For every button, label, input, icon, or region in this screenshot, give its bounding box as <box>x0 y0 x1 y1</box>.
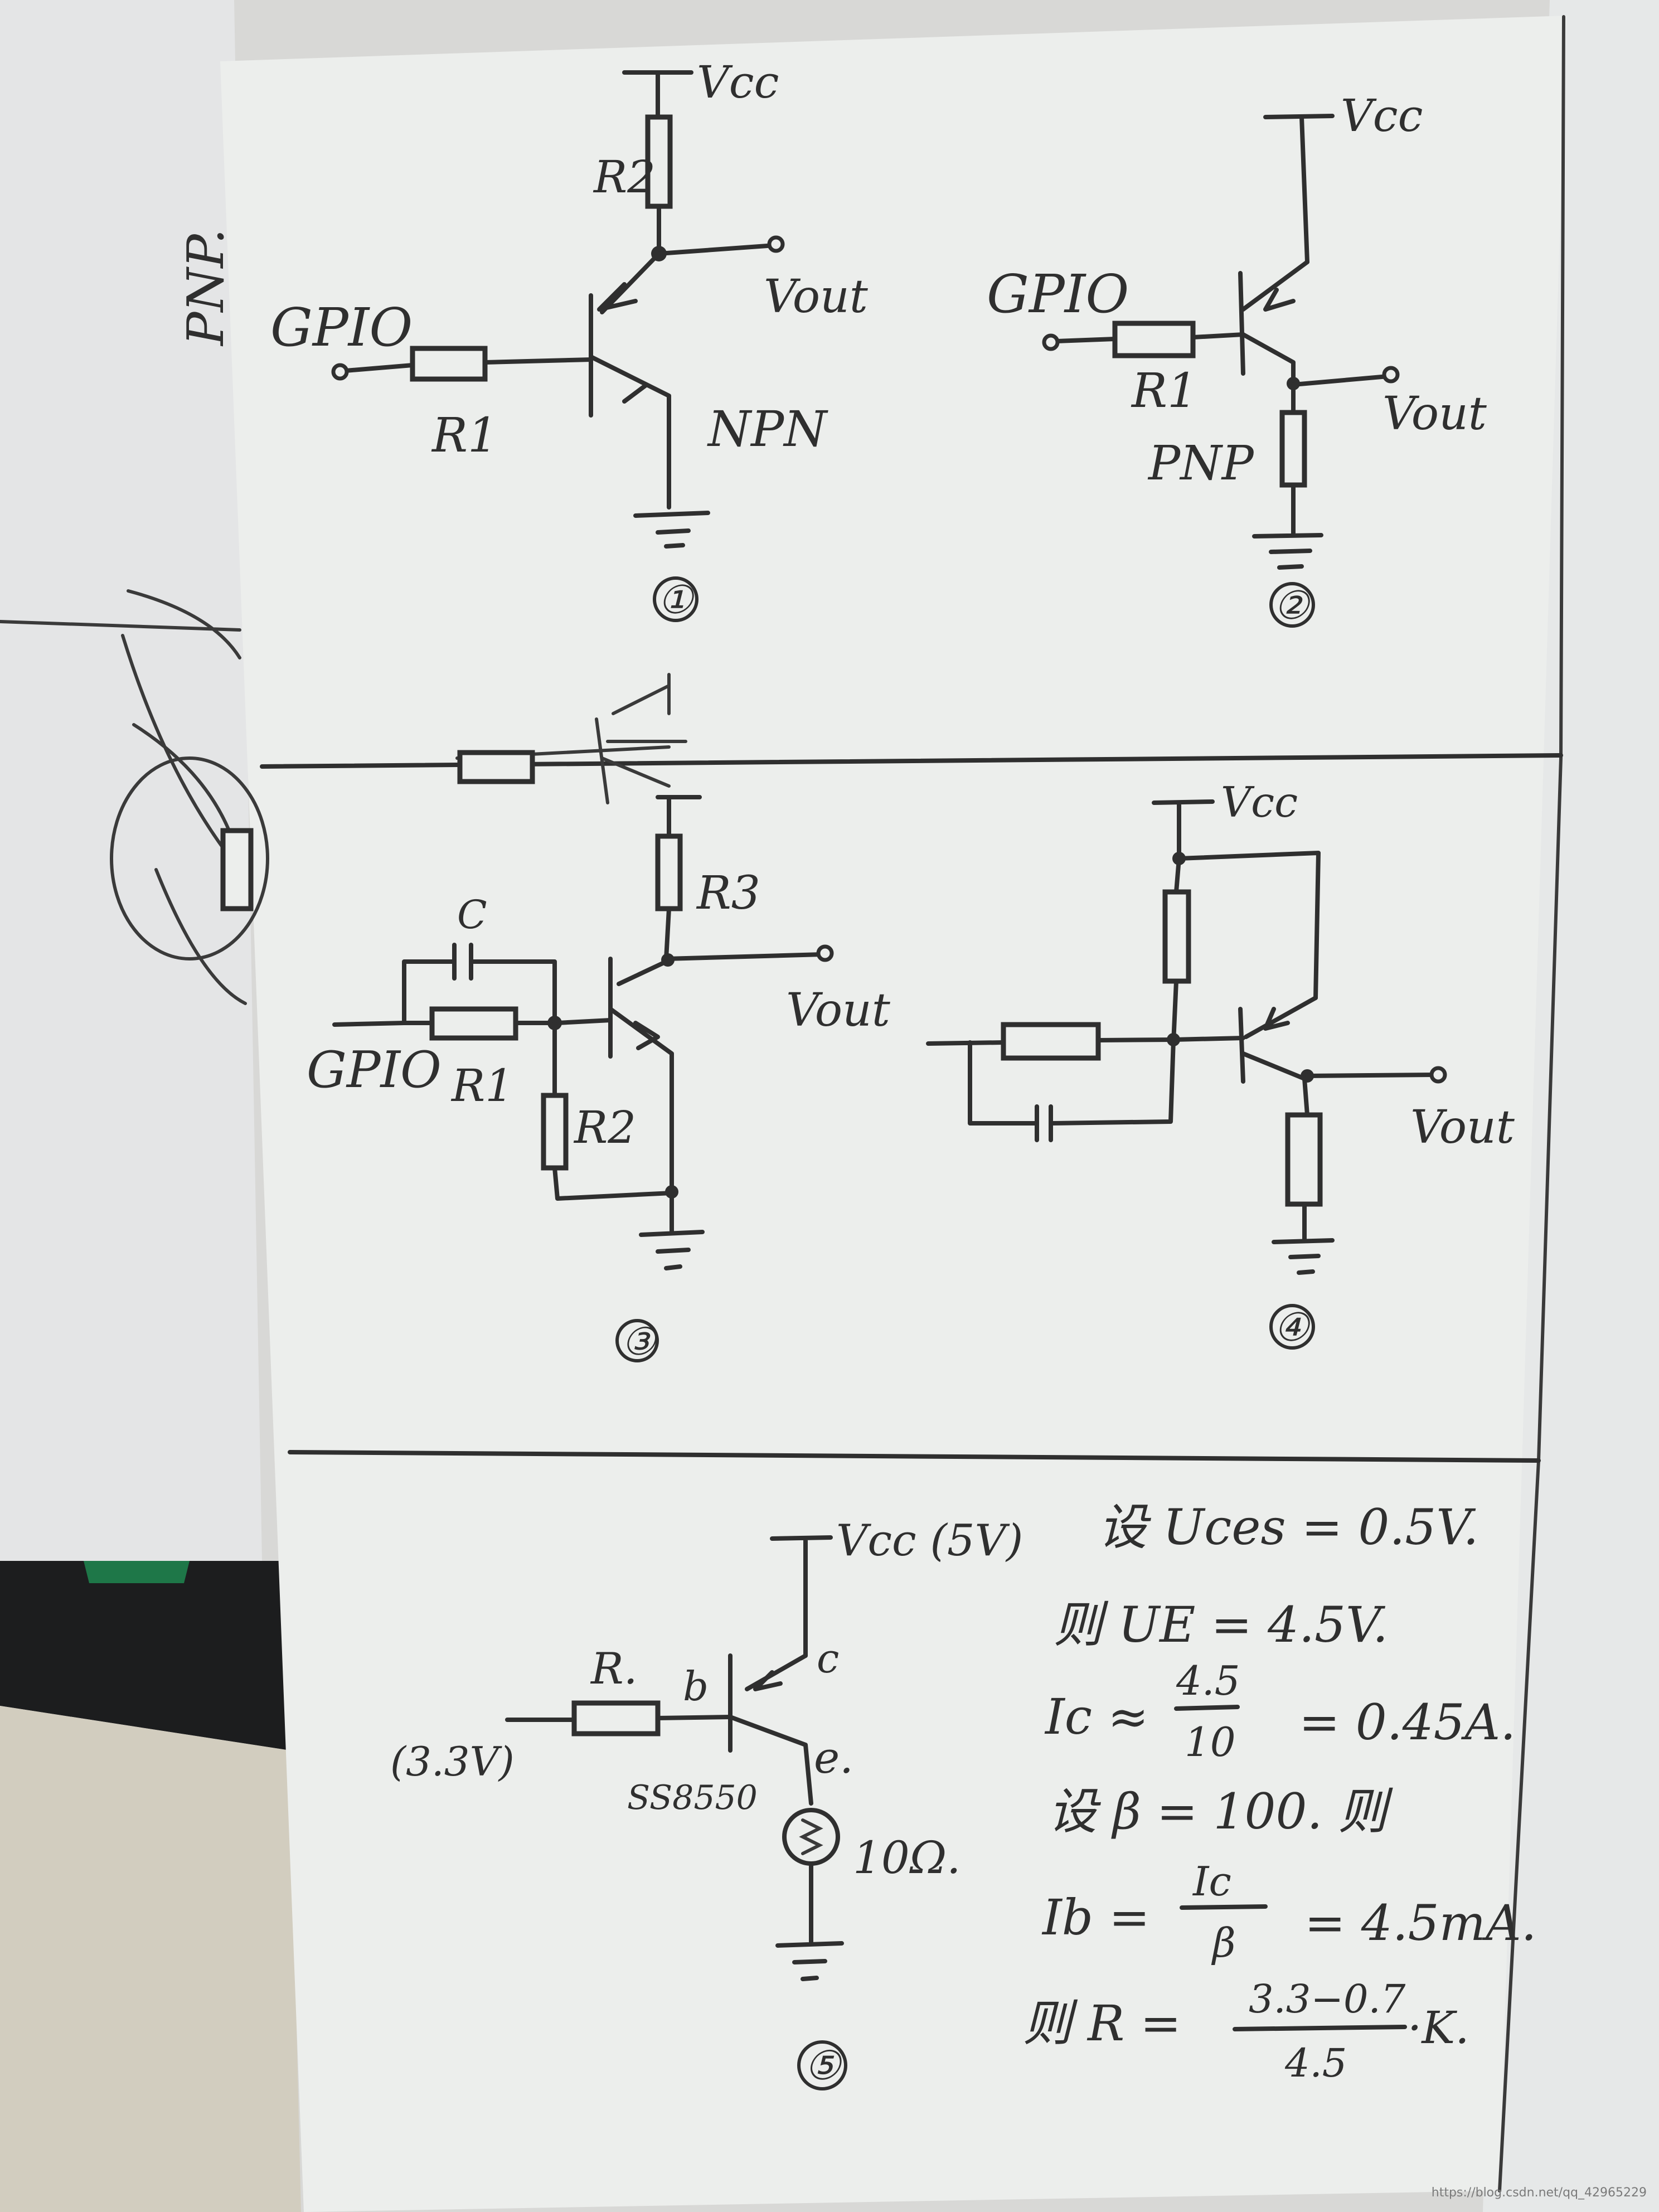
resistor-emitter-c4 <box>1285 1112 1323 1207</box>
dark-device <box>0 1561 290 1750</box>
c1-r2-label: R2 <box>593 151 656 203</box>
c2-vout-label: Vout <box>1382 387 1487 440</box>
c1-r1-label: R1 <box>431 408 498 463</box>
resistor-r1-c3 <box>429 1006 518 1041</box>
c1-number: ① <box>658 577 695 623</box>
calc-line-5-bar <box>1180 1904 1268 1910</box>
left-paper <box>0 0 262 1561</box>
c5-number: ⑤ <box>804 2042 842 2089</box>
watermark-url: https://blog.csdn.net/qq_42965229 <box>1431 2186 1647 2200</box>
resistor-r1-c2 <box>1112 321 1196 358</box>
c3-vout-label: Vout <box>786 984 891 1037</box>
calc-line-6-right: ·K. <box>1408 2002 1469 2054</box>
c2-type-label: PNP <box>1147 436 1255 491</box>
desk-surface <box>0 1706 301 2212</box>
c5-load-label: 10Ω. <box>853 1832 961 1884</box>
scribble-loop <box>110 756 269 961</box>
c3-number: ③ <box>622 1320 657 1364</box>
resistor-r3 <box>655 833 683 911</box>
c5-b-label: b <box>683 1663 709 1710</box>
c1-gpio-label: GPIO <box>270 297 413 358</box>
c2-vcc-label: Vcc <box>1341 90 1423 142</box>
resistor-emitter-c2 <box>1279 410 1307 488</box>
c3-r3-label: R3 <box>696 867 760 920</box>
c3-gpio-label: GPIO <box>307 1041 442 1099</box>
resistor-bias-c4 <box>1162 889 1191 984</box>
side-label: PNP. <box>177 229 235 347</box>
circuit-5: Vcc (5V) R. b c e. (3.3V) SS8550 10Ω. ⑤ <box>390 1516 1023 2090</box>
c4-vcc-label: Vcc <box>1221 778 1298 827</box>
c2-number: ② <box>1274 583 1311 628</box>
resistor-feedback-c4 <box>1001 1022 1101 1061</box>
calc-line-2: 则 UE = 4.5V. <box>1054 1596 1388 1653</box>
resistor-r1 <box>410 346 488 382</box>
calc-line-5-left: Ib = <box>1041 1889 1150 1946</box>
c5-r-label: R. <box>590 1644 638 1694</box>
c5-part-label: SS8550 <box>627 1778 758 1817</box>
c3-c-label: C <box>457 892 487 938</box>
calc-line-6-bar <box>1233 2025 1407 2031</box>
calc-line-5-num: Ic <box>1192 1858 1231 1905</box>
separator-bottom <box>288 1450 1541 1463</box>
calc-line-3-bar <box>1174 1705 1240 1711</box>
calc-line-5-den: β <box>1211 1919 1236 1966</box>
c5-input-label: (3.3V) <box>390 1738 515 1785</box>
calc-line-3-left: Ic ≈ <box>1044 1688 1149 1745</box>
c1-vcc-label: Vcc <box>697 56 779 108</box>
circuit-3: C R3 Vout GPIO R1 R2 ③ <box>307 795 891 1364</box>
sheet-right-edge-line <box>1498 15 1565 2192</box>
calc-line-4: 设 β = 100. 则 <box>1048 1783 1393 1840</box>
calc-line-6-num: 3.3−0.7 <box>1249 1976 1406 2022</box>
scribble-resistor <box>220 828 254 911</box>
calc-line-6-den: 4.5 <box>1284 2040 1347 2086</box>
c2-r1-label: R1 <box>1131 363 1197 419</box>
c1-type-label: NPN <box>707 400 828 458</box>
device-green-strip <box>84 1561 190 1583</box>
c5-e-label: e. <box>814 1733 853 1783</box>
calc-line-1: 设 Uces = 0.5V. <box>1098 1498 1478 1556</box>
c2-gpio-label: GPIO <box>987 264 1129 325</box>
circuit-1: Vcc R2 Vout GPIO R1 NPN ① <box>270 56 869 623</box>
crossed-out-sketch <box>455 673 687 804</box>
calc-line-5-right: = 4.5mA. <box>1304 1894 1537 1952</box>
c5-c-label: c <box>817 1635 839 1682</box>
calc-line-3-right: = 0.45A. <box>1299 1694 1516 1751</box>
c3-r2-label: R2 <box>573 1102 636 1153</box>
circuit-4: Vcc Vout ④ <box>926 778 1515 1350</box>
c5-vcc-label: Vcc (5V) <box>836 1516 1023 1566</box>
c4-number: ④ <box>1274 1304 1311 1350</box>
c3-r1-label: R1 <box>450 1060 513 1112</box>
main-sheet <box>220 16 1566 2212</box>
calculation-notes: 设 Uces = 0.5V. 则 UE = 4.5V. Ic ≈ 4.5 10 … <box>1023 1498 1537 2086</box>
circuit-2: Vcc GPIO R1 PNP Vout ② <box>987 90 1487 628</box>
calc-line-3-den: 10 <box>1185 1719 1236 1765</box>
c1-vout-label: Vout <box>764 270 869 323</box>
calc-line-6-left: 则 R = <box>1023 1995 1181 2052</box>
c4-vout-label: Vout <box>1410 1101 1515 1154</box>
calc-line-3-num: 4.5 <box>1176 1657 1240 1704</box>
resistor-r2-c3 <box>541 1093 569 1171</box>
resistor-r-c5 <box>571 1700 661 1736</box>
scribble-lines <box>0 589 247 1005</box>
